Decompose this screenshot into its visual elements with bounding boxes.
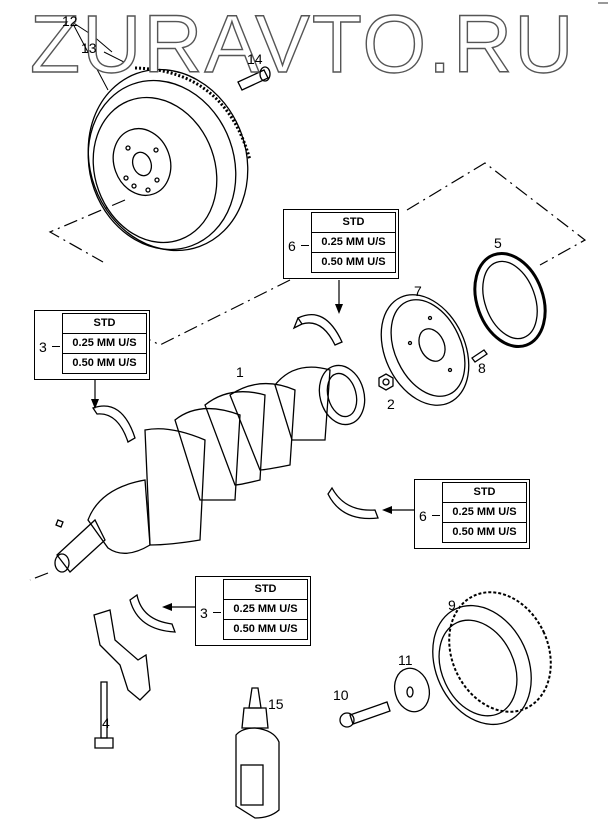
callout-7: 7 [414, 283, 422, 299]
sealant-bottle-part [235, 687, 280, 819]
spec-table: STD 0.25 MM U/S 0.50 MM U/S [223, 579, 308, 640]
spec-table: STD 0.25 MM U/S 0.50 MM U/S [311, 212, 396, 273]
pulley-bolt-part [339, 701, 391, 728]
bearing-shell-upper [292, 313, 343, 346]
spec-box-conrod-bearing-left: 3 STD 0.25 MM U/S 0.50 MM U/S [34, 310, 150, 380]
spec-row-std: STD [254, 583, 277, 595]
callout-8: 8 [478, 360, 486, 376]
bearing-cap-bolt [94, 681, 114, 749]
spec-row-050: 0.50 MM U/S [312, 252, 395, 272]
crankshaft-nut [378, 373, 394, 391]
spec-row-025: 0.25 MM U/S [443, 502, 526, 522]
spec-row-050: 0.50 MM U/S [63, 353, 146, 373]
spec-box-conrod-bearing-lower: 3 STD 0.25 MM U/S 0.50 MM U/S [195, 576, 311, 646]
spec-box-ref: 6 [288, 238, 296, 254]
spec-table: STD 0.25 MM U/S 0.50 MM U/S [442, 482, 527, 543]
bearing-shell-right [327, 486, 379, 520]
bearing-shell-lower [129, 593, 176, 633]
callout-10: 10 [333, 687, 349, 703]
spec-box-dash [432, 515, 440, 516]
flywheel-bolt [237, 66, 271, 91]
callout-11: 11 [398, 652, 413, 668]
spec-box-dash [52, 346, 60, 347]
callout-1: 1 [236, 364, 244, 380]
spec-row-025: 0.25 MM U/S [224, 599, 307, 619]
pulley-washer-part [393, 667, 431, 713]
watermark-text: ZURAVTO.RU [29, 0, 576, 90]
spec-box-main-bearing-upper: 6 STD 0.25 MM U/S 0.50 MM U/S [283, 209, 399, 279]
bearing-cap-part [93, 609, 151, 701]
spec-box-dash [213, 612, 221, 613]
corner-mark [598, 2, 608, 4]
bearing-shell-left [91, 405, 136, 443]
spec-row-025: 0.25 MM U/S [312, 232, 395, 252]
crankshaft-pulley-part [432, 591, 552, 726]
flywheel-part [87, 66, 252, 252]
callout-13: 13 [81, 40, 97, 56]
oil-seal-part [473, 252, 547, 348]
spec-box-ref: 6 [419, 508, 427, 524]
spec-row-std: STD [473, 486, 496, 498]
callout-15: 15 [268, 696, 284, 712]
spec-row-050: 0.50 MM U/S [443, 522, 526, 542]
callout-2: 2 [387, 396, 395, 412]
spec-box-ref: 3 [39, 339, 47, 355]
spec-row-std: STD [342, 216, 365, 228]
spec-row-050: 0.50 MM U/S [224, 619, 307, 639]
spec-box-dash [301, 245, 309, 246]
callout-4: 4 [102, 715, 110, 731]
spec-table: STD 0.25 MM U/S 0.50 MM U/S [62, 313, 147, 374]
spec-box-main-bearing-lower: 6 STD 0.25 MM U/S 0.50 MM U/S [414, 479, 530, 549]
callout-9: 9 [448, 597, 456, 613]
spec-row-std: STD [93, 317, 116, 329]
callout-5: 5 [494, 235, 502, 251]
callout-14: 14 [247, 51, 263, 67]
reluctor-ring-part [380, 294, 470, 406]
reluctor-bolt [471, 349, 488, 363]
crankshaft-part [54, 364, 366, 573]
spec-row-025: 0.25 MM U/S [63, 333, 146, 353]
spec-box-ref: 3 [200, 605, 208, 621]
callout-12: 12 [62, 13, 78, 29]
